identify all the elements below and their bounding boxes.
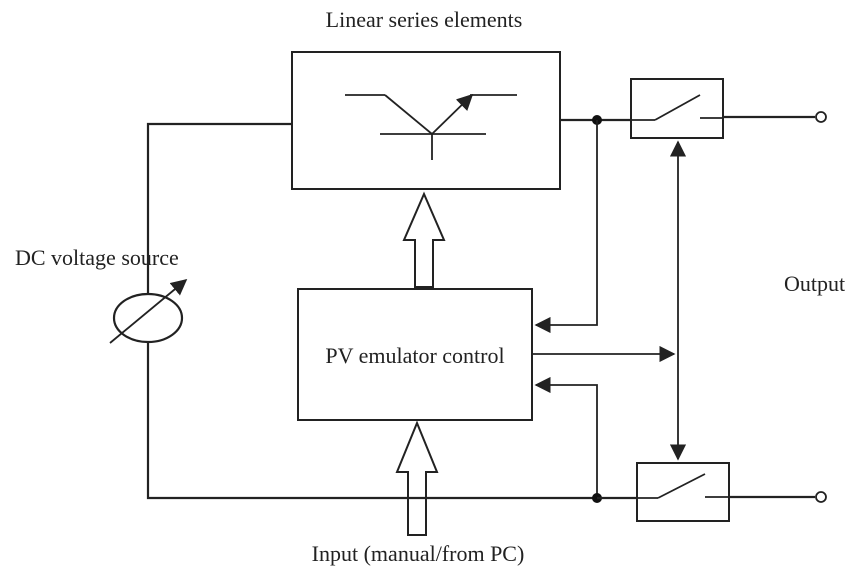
dc-source-wiring (146, 122, 597, 500)
top-output-terminal (815, 111, 827, 123)
linear-series-box (291, 51, 561, 190)
bottom-output-terminal (815, 491, 827, 503)
linear-series-block (291, 51, 561, 190)
pv-control-box (297, 288, 533, 421)
control-to-series-arrow (402, 191, 446, 288)
linear-series-label: Linear series elements (326, 7, 523, 32)
dc-source-label: DC voltage source (15, 245, 179, 270)
transistor-icon (345, 93, 517, 160)
top-feedback-arrow (534, 120, 598, 334)
bottom-switch (636, 462, 730, 522)
input-label: Input (manual/from PC) (312, 541, 525, 566)
output-terminals (723, 111, 827, 503)
input-arrow (395, 420, 439, 536)
pv-control-block: PV emulator control (297, 288, 533, 421)
bottom-feedback-arrow (534, 376, 598, 498)
dc-source-icon (109, 278, 188, 344)
output-label: Output (784, 271, 845, 296)
pv-control-label: PV emulator control (325, 343, 504, 368)
top-switch (630, 78, 724, 139)
